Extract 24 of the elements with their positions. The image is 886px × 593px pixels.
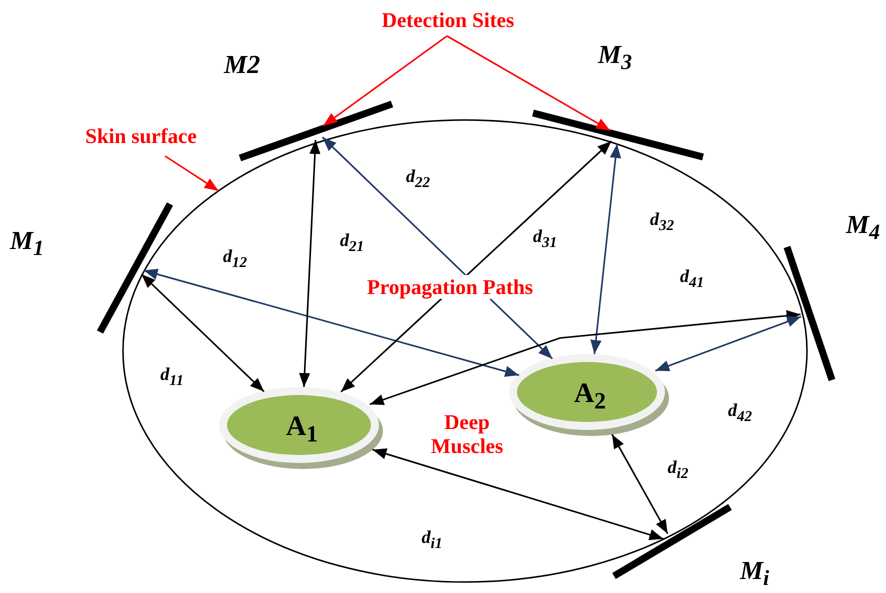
double-arrow — [590, 144, 622, 354]
double-arrow — [340, 140, 612, 392]
arrow — [164, 155, 220, 192]
double-arrow — [370, 310, 801, 406]
annotation-text: Propagation Paths — [367, 274, 533, 300]
double-arrow — [299, 140, 320, 388]
electrode-label: M2 — [224, 50, 260, 80]
electrode-label: M$_{3}$ — [598, 40, 632, 76]
arrow — [322, 35, 448, 126]
electrode-label: M$_{1}$ — [10, 226, 44, 262]
double-arrow — [372, 448, 664, 540]
double-arrow — [611, 434, 668, 534]
electrode-label: M$_{i}$ — [740, 556, 770, 592]
electrode-label: M$_{4}$ — [846, 210, 880, 246]
double-arrow — [655, 316, 802, 372]
annotation-text: Deep Muscles — [430, 410, 504, 458]
double-arrow — [143, 268, 520, 377]
muscle-label: A$_{2}$ — [574, 378, 606, 416]
callout-text: Detection Sites — [380, 8, 516, 33]
callout-text: Skin surface — [84, 124, 198, 149]
double-arrow — [322, 136, 553, 360]
double-arrow — [140, 274, 265, 392]
arrow — [446, 35, 611, 132]
muscle-label: A$_{1}$ — [286, 411, 318, 449]
